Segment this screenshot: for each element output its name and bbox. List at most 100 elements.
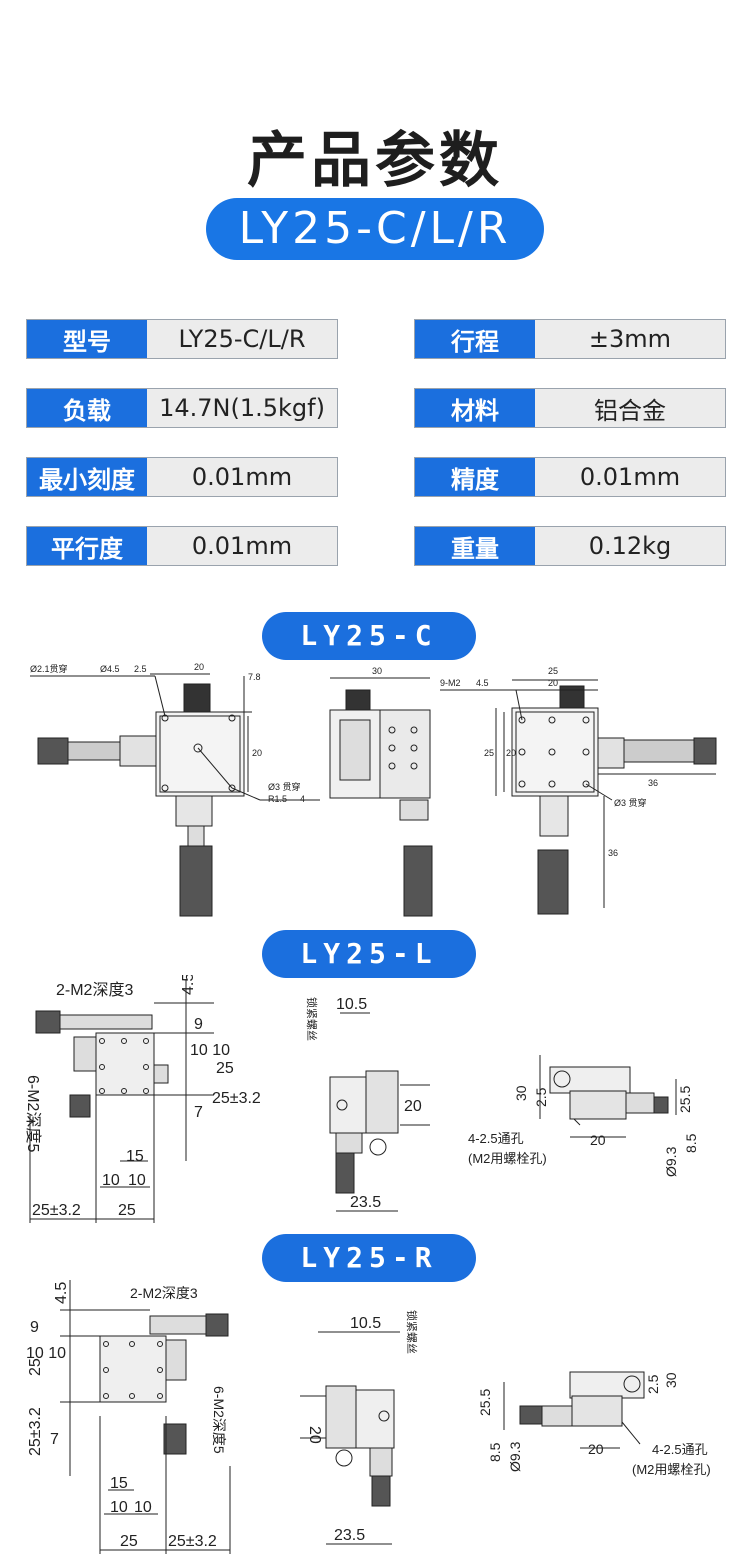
dim-label: Ø2.1贯穿 [30, 663, 68, 674]
dim-label: 10 [134, 1499, 152, 1516]
ly25-l-drawings: 2-M2深度3 4.5 9 10 10 25 7 25±3.2 6-M2深度5 … [24, 975, 699, 1223]
dim-label: 25±3.2 [27, 1407, 44, 1456]
dim-label: 2.5 [134, 664, 147, 674]
dim-label: 6-M2深度5 [211, 1386, 227, 1454]
dim-label: 20 [548, 678, 558, 688]
dim-label: 2-M2深度3 [56, 981, 133, 999]
dim-label: 25±3.2 [212, 1090, 261, 1107]
spec-weight: 重量 0.12kg [414, 526, 726, 566]
dim-label: 10.5 [336, 996, 367, 1013]
dim-label: 9 [30, 1319, 39, 1336]
dim-label: 25 [484, 748, 494, 758]
dim-label: 36 [608, 848, 618, 858]
dim-label: 4 [300, 794, 305, 804]
dim-label: 7.8 [248, 672, 261, 682]
dim-label: 20 [252, 748, 262, 758]
dim-label: 25.5 [477, 1389, 493, 1416]
dim-label: 25 [216, 1060, 234, 1077]
dim-label: 4-2.5通孔 [468, 1131, 524, 1146]
dim-label: 4-2.5通孔 [652, 1442, 708, 1457]
dim-label: 20 [590, 1132, 606, 1148]
dim-label: 20 [506, 748, 516, 758]
section-ly25-l: LY25-L [262, 930, 476, 978]
spec-value: 14.7N(1.5kgf) [147, 389, 337, 427]
dim-label: 4.5 [53, 1282, 70, 1304]
dim-label: 9 [194, 1016, 203, 1033]
ly25-c-drawings: Ø2.1贯穿 Ø4.5 2.5 20 7.8 20 Ø3 贯穿 R1.5 4 3… [30, 662, 717, 917]
dim-label: 2.5 [645, 1374, 661, 1394]
dim-label: Ø3 贯穿 [268, 781, 301, 792]
dim-label: 8.5 [683, 1133, 699, 1153]
dim-label: 23.5 [350, 1194, 381, 1211]
dim-label: (M2用螺栓孔) [632, 1462, 711, 1477]
spec-material: 材料 铝合金 [414, 388, 726, 428]
dim-label: 25 [27, 1358, 44, 1376]
spec-value: ±3mm [535, 320, 725, 358]
spec-min-scale: 最小刻度 0.01mm [26, 457, 338, 497]
dim-label: 7 [50, 1431, 59, 1448]
dim-label: 6-M2深度5 [24, 1075, 42, 1152]
dim-label: 15 [110, 1475, 128, 1492]
dim-label: 4.5 [476, 678, 489, 688]
dim-label: Ø9.3 [663, 1146, 679, 1177]
spec-label: 精度 [415, 458, 535, 496]
dim-label: 25.5 [677, 1086, 693, 1113]
spec-value: 0.01mm [147, 458, 337, 496]
dim-label: 15 [126, 1148, 144, 1165]
dim-label: 9-M2 [440, 678, 461, 688]
dim-label: 30 [513, 1085, 529, 1101]
page-title: 产品参数 [247, 126, 503, 196]
dim-label: 锁紧螺丝 [305, 997, 319, 1041]
dim-label: 36 [648, 778, 658, 788]
spec-value: 0.12kg [535, 527, 725, 565]
dim-label: 20 [404, 1098, 422, 1115]
dim-label: 20 [588, 1441, 604, 1457]
spec-accuracy: 精度 0.01mm [414, 457, 726, 497]
spec-value: 0.01mm [147, 527, 337, 565]
dim-label: 10.5 [350, 1315, 381, 1332]
dim-label: 4.5 [180, 975, 197, 995]
spec-load: 负载 14.7N(1.5kgf) [26, 388, 338, 428]
dim-label: R1.5 [268, 794, 287, 804]
spec-value: LY25-C/L/R [147, 320, 337, 358]
spec-label: 平行度 [27, 527, 147, 565]
dim-label: Ø3 贯穿 [614, 797, 647, 808]
spec-model: 型号 LY25-C/L/R [26, 319, 338, 359]
spec-value: 0.01mm [535, 458, 725, 496]
dim-label: 20 [306, 1426, 323, 1444]
dim-label: 锁紧螺丝 [405, 1310, 419, 1354]
dim-label: 10 10 [26, 1345, 66, 1362]
spec-stroke: 行程 ±3mm [414, 319, 726, 359]
dim-label: 10 10 [190, 1042, 230, 1059]
dim-label: 25±3.2 [32, 1202, 81, 1219]
spec-label: 负载 [27, 389, 147, 427]
dim-label: (M2用螺栓孔) [468, 1151, 547, 1166]
spec-label: 重量 [415, 527, 535, 565]
dim-label: 25 [118, 1202, 136, 1219]
dim-label: 2-M2深度3 [130, 1285, 198, 1301]
dim-label: 10 [128, 1172, 146, 1189]
dim-label: 10 [110, 1499, 128, 1516]
dim-label: 30 [663, 1372, 679, 1388]
dim-label: 30 [372, 666, 382, 676]
spec-parallelism: 平行度 0.01mm [26, 526, 338, 566]
section-ly25-r: LY25-R [262, 1234, 476, 1282]
section-ly25-c: LY25-C [262, 612, 476, 660]
dim-label: 7 [194, 1104, 203, 1121]
dim-label: Ø4.5 [100, 664, 120, 674]
spec-label: 材料 [415, 389, 535, 427]
model-badge: LY25-C/L/R [206, 198, 544, 260]
dim-label: 10 [102, 1172, 120, 1189]
spec-value: 铝合金 [535, 389, 725, 427]
dim-label: 23.5 [334, 1527, 365, 1544]
spec-label: 最小刻度 [27, 458, 147, 496]
dim-label: 25 [120, 1533, 138, 1550]
spec-label: 型号 [27, 320, 147, 358]
dim-label: Ø9.3 [507, 1441, 523, 1472]
dim-label: 8.5 [487, 1442, 503, 1462]
dim-label: 2.5 [533, 1087, 549, 1107]
ly25-r-drawings: 4.5 2-M2深度3 9 10 10 25 25±3.2 7 6-M2深度5 … [26, 1280, 711, 1554]
dim-label: 25 [548, 666, 558, 676]
spec-label: 行程 [415, 320, 535, 358]
dim-label: 20 [194, 662, 204, 672]
